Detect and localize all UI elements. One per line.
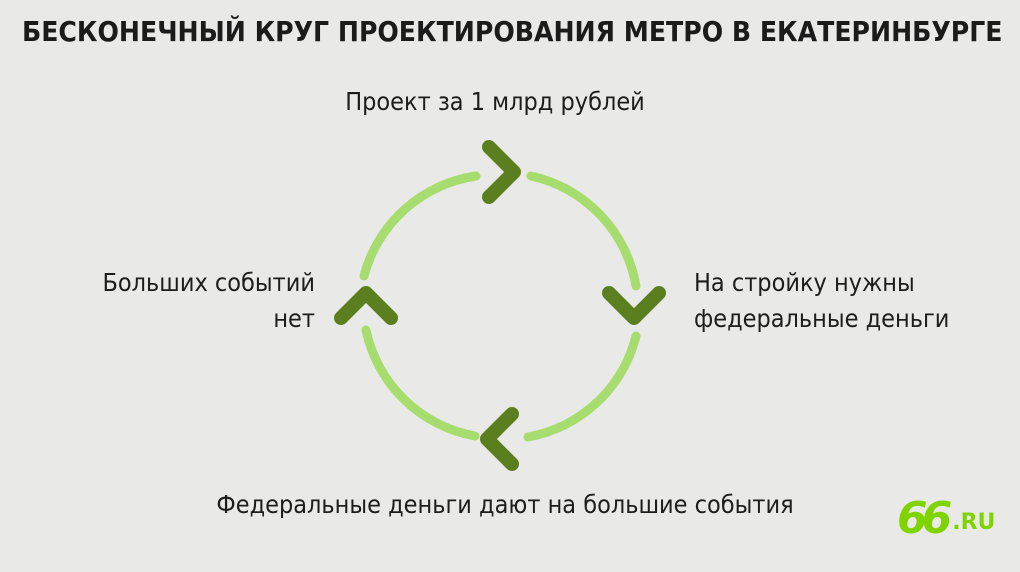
brand-logo: 66 .RU bbox=[897, 493, 995, 543]
cycle-step-big-events-funding: Федеральные деньги дают на большие событ… bbox=[0, 487, 1010, 523]
logo-number: 66 bbox=[897, 493, 952, 544]
cycle-step-project: Проект за 1 млрд рублей bbox=[0, 84, 990, 120]
cycle-step-line: На стройку нужны bbox=[694, 268, 915, 297]
cycle-step-line: Федеральные деньги дают на большие событ… bbox=[216, 490, 794, 519]
cycle-step-line: федеральные деньги bbox=[694, 304, 950, 333]
cycle-step-line: Больших событий bbox=[102, 268, 315, 297]
ring-arc-top-right bbox=[526, 171, 641, 291]
page-title: БЕСКОНЕЧНЫЙ КРУГ ПРОЕКТИРОВАНИЯ МЕТРО В … bbox=[22, 15, 1003, 48]
cycle-step-line: Проект за 1 млрд рублей bbox=[345, 87, 645, 116]
logo-suffix: .RU bbox=[952, 510, 996, 535]
arrow-left-icon bbox=[480, 407, 519, 471]
cycle-ring bbox=[359, 171, 641, 442]
cycle-step-no-big-events: Больших событий нет bbox=[80, 265, 315, 337]
arrow-right-icon bbox=[482, 140, 521, 204]
ring-arc-top-left bbox=[359, 171, 481, 281]
cycle-step-federal-money-needed: На стройку нужны федеральные деньги bbox=[694, 265, 949, 337]
arrow-down-icon bbox=[602, 286, 666, 325]
ring-arc-bottom-left bbox=[361, 325, 480, 441]
arrow-up-icon bbox=[334, 286, 398, 325]
cycle-step-line: нет bbox=[273, 304, 315, 333]
ring-arc-bottom-right bbox=[523, 331, 641, 442]
cycle-arrows bbox=[334, 140, 666, 471]
